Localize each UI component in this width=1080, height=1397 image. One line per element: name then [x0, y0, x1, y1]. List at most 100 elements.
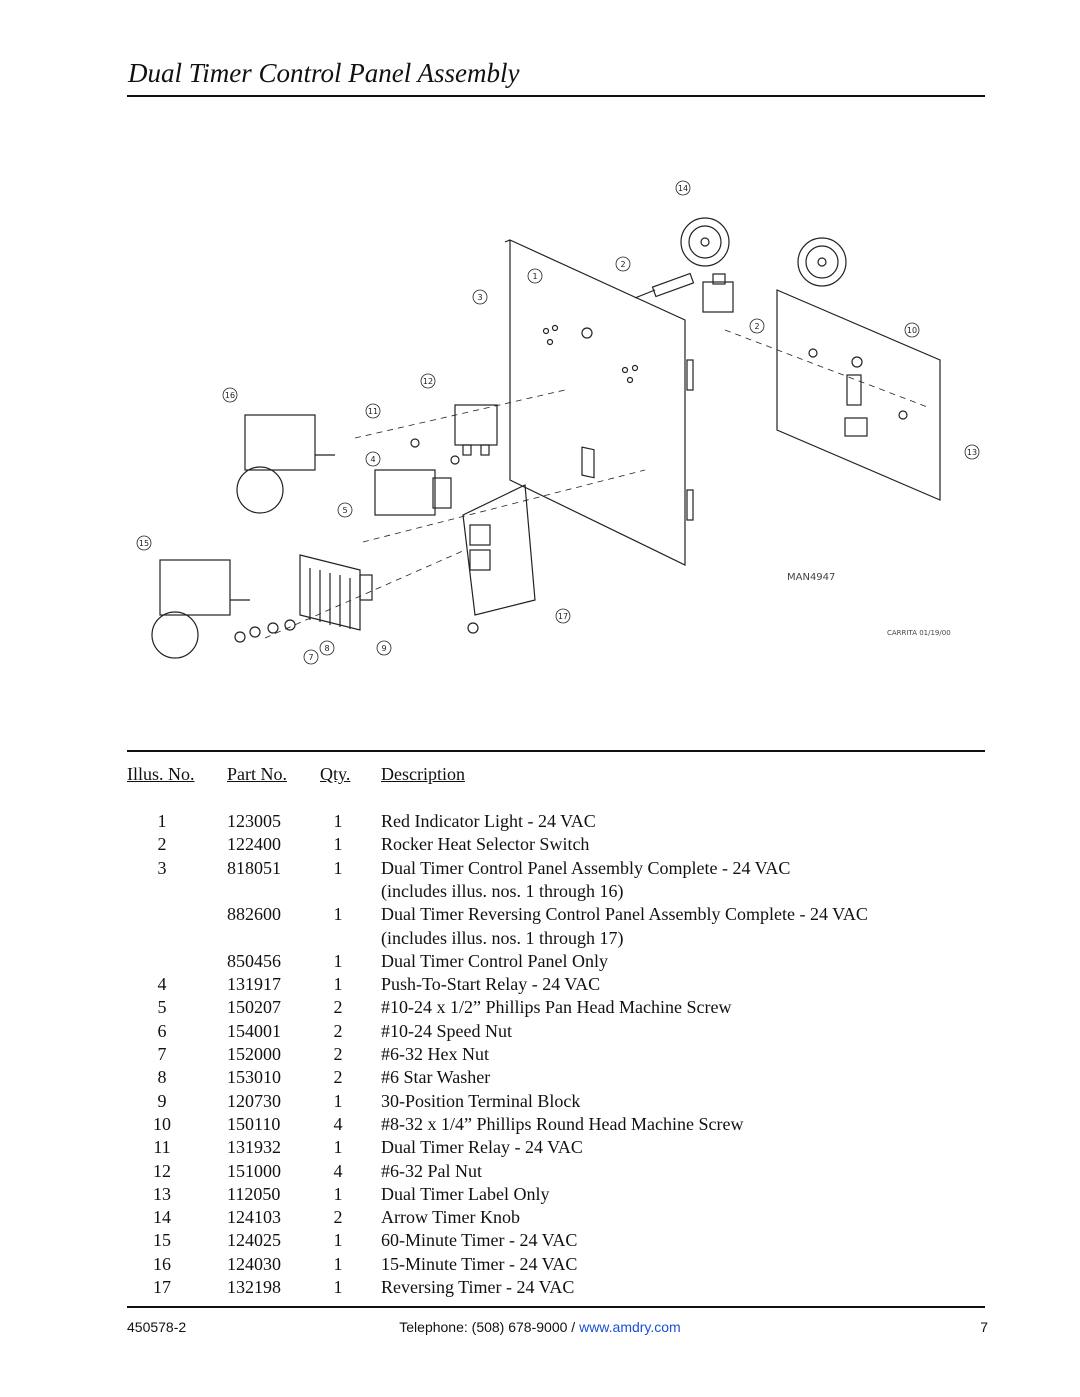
qty: 1: [333, 1090, 343, 1111]
drafter-note: CARRITA 01/19/00: [887, 629, 951, 637]
callout-number: 13: [967, 448, 977, 457]
illus-no: 6: [157, 1020, 167, 1041]
website-link[interactable]: www.amdry.com: [579, 1319, 681, 1335]
callout-number: 16: [225, 391, 235, 400]
qty: 1: [333, 1137, 343, 1158]
description: #10-24 x 1/2” Phillips Pan Head Machine …: [381, 997, 732, 1018]
illus-no: 11: [153, 1137, 171, 1158]
illus-no: 3: [157, 857, 167, 878]
qty: 2: [333, 1207, 343, 1228]
part-no: 124030: [227, 1253, 281, 1274]
page-number: 7: [980, 1319, 988, 1335]
doc-number: 450578-2: [127, 1319, 187, 1335]
dual-timer-relay: [454, 404, 498, 456]
description: #8-32 x 1/4” Phillips Round Head Machine…: [381, 1113, 744, 1134]
indicator-light: [634, 272, 695, 299]
part-no: 850456: [227, 950, 281, 971]
reversing-timer: [462, 484, 536, 616]
header-part: Part No.: [227, 764, 287, 784]
table-row: 16 124030 1 15-Minute Timer - 24 VAC: [0, 1253, 1080, 1276]
callout-number: 7: [308, 653, 313, 662]
contact-line: Telephone: (508) 678-9000 / www.amdry.co…: [0, 1319, 1080, 1335]
part-no: 818051: [227, 857, 281, 878]
illus-no: 13: [153, 1183, 171, 1204]
illus-no: 17: [153, 1277, 171, 1297]
table-row: 6 154001 2 #10-24 Speed Nut: [0, 1020, 1080, 1043]
arrow-timer-knob: [680, 217, 847, 287]
description: 15-Minute Timer - 24 VAC: [381, 1253, 578, 1274]
page-title: Dual Timer Control Panel Assembly: [128, 58, 520, 88]
hardware-parts: [234, 438, 479, 643]
terminal-block: [299, 554, 373, 631]
callout-number: 3: [477, 293, 482, 302]
part-no: 151000: [227, 1160, 281, 1181]
qty: 4: [333, 1160, 343, 1181]
description: #10-24 Speed Nut: [381, 1020, 512, 1041]
description: Arrow Timer Knob: [381, 1207, 521, 1228]
drawing-id: MAN4947: [787, 572, 835, 583]
illus-no: 7: [157, 1044, 167, 1064]
illus-no: 9: [157, 1090, 167, 1111]
part-no: 882600: [227, 904, 281, 925]
description: (includes illus. nos. 1 through 17): [381, 927, 624, 948]
part-no: 124103: [227, 1207, 281, 1228]
title-rule: [127, 95, 985, 97]
illus-no: 12: [153, 1160, 171, 1181]
callout-number: 10: [907, 326, 917, 335]
qty: 2: [333, 1020, 343, 1041]
part-no: 153010: [227, 1067, 281, 1088]
header-illus: Illus. No.: [127, 764, 195, 784]
telephone: Telephone: (508) 678-9000 /: [399, 1319, 580, 1335]
part-no: 131932: [227, 1137, 281, 1158]
callout-number: 2: [620, 260, 625, 269]
callout-number: 12: [423, 377, 433, 386]
illus-no: 5: [157, 997, 167, 1018]
table-top-rule: [127, 750, 985, 752]
qty: 1: [333, 1277, 343, 1297]
callout-number: 1: [532, 272, 537, 281]
table-row: (includes illus. nos. 1 through 16): [0, 880, 1080, 903]
part-no: 152000: [227, 1044, 281, 1064]
description: Dual Timer Reversing Control Panel Assem…: [381, 904, 868, 925]
part-no: 154001: [227, 1020, 281, 1041]
description: #6 Star Washer: [381, 1067, 491, 1088]
description: #6-32 Hex Nut: [381, 1044, 489, 1064]
header-desc: Description: [381, 764, 465, 784]
callout-number: 11: [368, 407, 378, 416]
sixty-minute-timer: [151, 559, 250, 659]
callout-number: 4: [370, 455, 375, 464]
description: Rocker Heat Selector Switch: [381, 834, 590, 855]
callout-number: 14: [678, 184, 688, 193]
illus-no: 4: [157, 974, 167, 995]
part-no: 150110: [227, 1113, 281, 1134]
part-no: 112050: [227, 1183, 281, 1204]
qty: 1: [333, 1253, 343, 1274]
callout-number: 15: [139, 539, 149, 548]
callout-number: 5: [342, 506, 347, 515]
description: (includes illus. nos. 1 through 16): [381, 880, 624, 901]
label-plate: [776, 289, 941, 501]
fifteen-minute-timer: [236, 414, 335, 514]
footer-rule: [127, 1306, 985, 1308]
table-row: (includes illus. nos. 1 through 17): [0, 927, 1080, 950]
illus-no: 15: [153, 1230, 171, 1251]
description: 30-Position Terminal Block: [381, 1090, 581, 1111]
illus-no: 1: [157, 811, 167, 831]
qty: 4: [333, 1113, 343, 1134]
qty: 1: [333, 904, 343, 925]
qty: 1: [333, 811, 343, 831]
description: Dual Timer Relay - 24 VAC: [381, 1137, 583, 1158]
illus-no: 16: [153, 1253, 171, 1274]
